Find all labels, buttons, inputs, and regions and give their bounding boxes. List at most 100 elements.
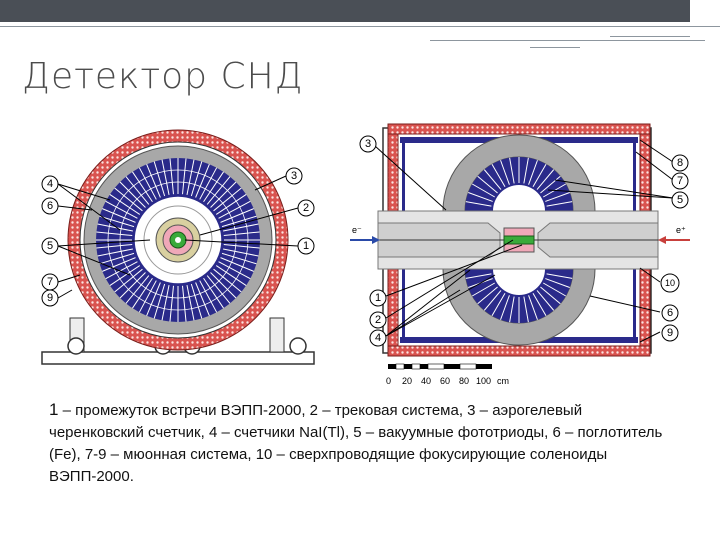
scale-tick: 40 <box>421 376 431 386</box>
scale-tick: 0 <box>386 376 391 386</box>
left-base <box>41 351 315 365</box>
counter-layer-line <box>119 181 237 299</box>
counter-segment-line <box>500 160 510 185</box>
counter-segments <box>96 158 260 322</box>
decor-line <box>530 47 580 48</box>
counter-segment-line <box>220 257 254 272</box>
left-callout: 1 <box>297 237 315 255</box>
left-callout: 7 <box>41 273 59 291</box>
right-callout: 1 <box>369 289 387 307</box>
caption-lead: 1 <box>49 400 59 419</box>
counter-segment-line <box>203 277 224 309</box>
scale-tick: 20 <box>402 376 412 386</box>
counter-segment-line <box>195 164 210 198</box>
svg-text:4: 4 <box>47 178 53 190</box>
counter-segment-line <box>477 286 498 305</box>
counter-segment-line <box>532 163 547 188</box>
counter-segment-line <box>206 275 231 304</box>
counter-segment-line <box>221 215 257 228</box>
svg-text:5: 5 <box>47 240 53 252</box>
counter-segment-line <box>509 296 515 323</box>
counter-segment-line <box>169 158 174 195</box>
counter-segment-line <box>213 268 242 293</box>
counter-segment-line <box>186 159 195 195</box>
counter-segment-line <box>161 285 170 321</box>
counter-segment-line <box>206 176 231 205</box>
right-callout: 9 <box>661 324 679 342</box>
top-bar <box>0 0 720 22</box>
right-callout: 6 <box>661 304 679 322</box>
left-leaders <box>57 175 299 299</box>
counter-segment-line <box>182 158 187 195</box>
svg-text:6: 6 <box>47 200 53 212</box>
scale-bar: 0 20 40 60 80 100 cm <box>386 363 509 386</box>
muon-top <box>387 123 651 135</box>
left-callout: 3 <box>285 167 303 185</box>
counter-segment-line <box>546 273 573 279</box>
counter-segment-line <box>195 282 210 316</box>
scale-tick: 100 <box>476 376 491 386</box>
svg-text:7: 7 <box>677 175 683 187</box>
counter-segment-line <box>223 231 260 236</box>
svg-text:3: 3 <box>365 138 371 150</box>
interaction-point <box>175 237 181 243</box>
beam-label-positron: e⁺ <box>676 225 686 235</box>
e-minus-arrowhead <box>372 236 380 244</box>
counter-segment-line <box>132 171 153 203</box>
counter-segment-line <box>477 175 498 194</box>
right-callout: 5 <box>671 191 689 209</box>
left-callout: 2 <box>297 199 315 217</box>
caption-text: – промежуток встречи ВЭПП-2000, 2 – трек… <box>49 402 663 485</box>
scale-unit: cm <box>497 376 509 386</box>
counter-segment-line <box>545 192 570 202</box>
counter-segment-line <box>546 201 573 207</box>
svg-text:10: 10 <box>665 278 675 288</box>
counter-segment-line <box>109 194 141 215</box>
counter-segment-line <box>105 261 138 280</box>
counter-segment-line <box>169 285 174 322</box>
counter-segment-line <box>218 200 251 219</box>
counter-segment-line <box>102 257 136 272</box>
svg-text:2: 2 <box>375 314 381 326</box>
counter-segment-line <box>223 248 259 257</box>
counter-segment-line <box>483 169 502 190</box>
counter-segment-line <box>99 252 135 265</box>
counter-segment-line <box>471 183 496 198</box>
counter-segment-line <box>153 161 166 197</box>
counter-segment-line <box>114 268 143 293</box>
counter-segment-line <box>542 282 567 297</box>
counter-segment-line <box>99 215 135 228</box>
svg-text:7: 7 <box>47 276 53 288</box>
counter-segment-line <box>536 290 555 311</box>
svg-text:3: 3 <box>291 170 297 182</box>
counter-segment-line <box>96 231 133 236</box>
svg-text:6: 6 <box>667 307 673 319</box>
counter-segment-line <box>119 272 146 299</box>
svg-text:2: 2 <box>303 202 309 214</box>
counter-segment-line <box>105 200 138 219</box>
svg-text:9: 9 <box>667 327 673 339</box>
counter-segment-line <box>540 286 561 305</box>
counter-segment-line <box>182 285 187 322</box>
counters-upper <box>465 157 573 211</box>
counter-segment-line <box>465 201 492 207</box>
counter-segment-line <box>119 181 146 208</box>
counter-segment-line <box>138 167 157 200</box>
counter-segment-line <box>96 244 133 249</box>
counter-segment-line <box>523 157 529 184</box>
decor-line <box>430 40 705 41</box>
counter-segment-line <box>532 292 547 317</box>
counter-segment-line <box>545 278 570 288</box>
counter-segment-line <box>483 290 502 311</box>
counter-segment-line <box>114 187 143 212</box>
e-plus-arrowhead <box>658 236 666 244</box>
counter-segment-line <box>223 244 260 249</box>
wheel <box>289 337 307 355</box>
decor-line <box>0 26 720 27</box>
counter-segment-line <box>210 272 237 299</box>
left-callout: 6 <box>41 197 59 215</box>
left-callout: 4 <box>41 175 59 193</box>
wheel <box>67 337 85 355</box>
counter-segment-line <box>203 171 224 203</box>
